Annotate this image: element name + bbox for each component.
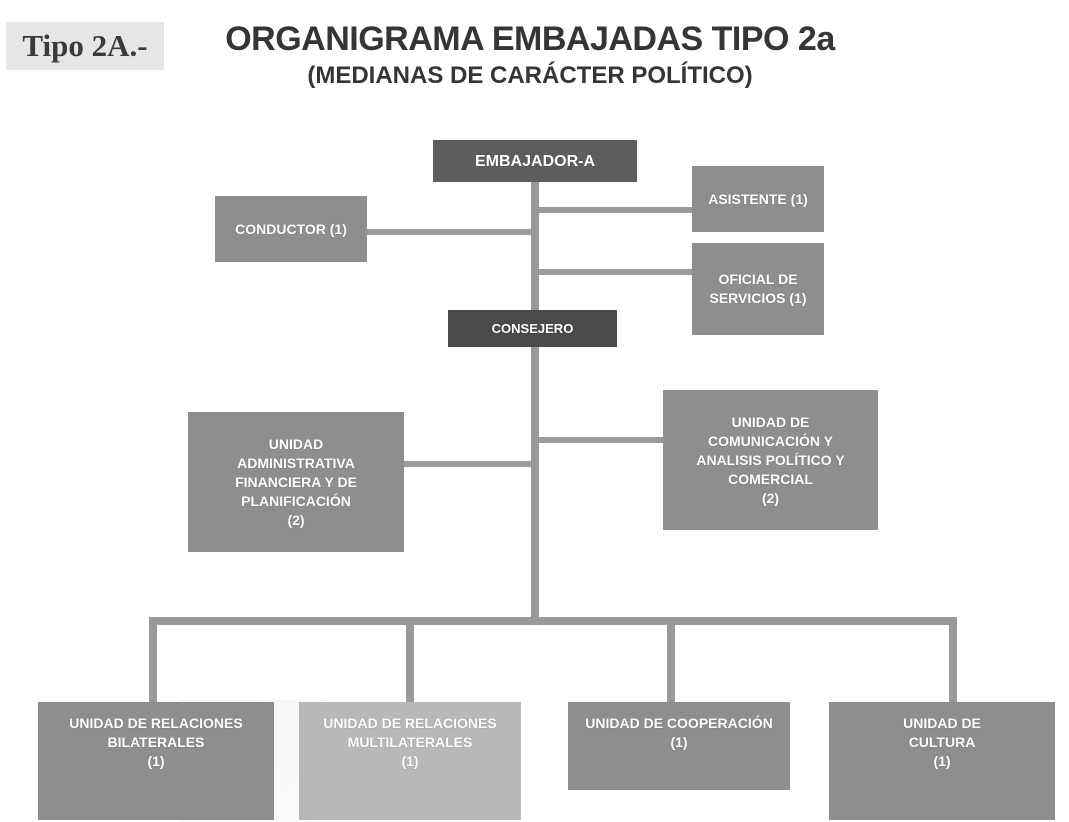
unidad-bilaterales-box: UNIDAD DE RELACIONES BILATERALES (1) <box>38 702 274 820</box>
consejero-box: CONSEJERO <box>448 310 617 347</box>
connector-oficial <box>539 269 692 275</box>
unidad-multilaterales-box: UNIDAD DE RELACIONES MULTILATERALES (1) <box>299 702 521 820</box>
unidad-administrativa-box: UNIDAD ADMINISTRATIVA FINANCIERA Y DE PL… <box>188 412 404 552</box>
drop-bilaterales <box>149 617 157 702</box>
page-subtitle: (MEDIANAS DE CARÁCTER POLÍTICO) <box>307 62 753 89</box>
embajador-box: EMBAJADOR-A <box>433 140 637 182</box>
main-spine-bottom <box>531 347 539 619</box>
unidad-cultura-box: UNIDAD DE CULTURA (1) <box>829 702 1055 820</box>
tipo-label: Tipo 2A.- <box>6 22 164 70</box>
drop-cultura <box>949 617 957 702</box>
connector-administrativa <box>404 461 531 467</box>
horizontal-bus <box>149 617 957 625</box>
connector-asistente <box>539 207 692 213</box>
unidad-cooperacion-box: UNIDAD DE COOPERACIÓN (1) <box>568 702 790 790</box>
drop-cooperacion <box>667 617 675 702</box>
drop-multilaterales <box>406 617 414 702</box>
conductor-box: CONDUCTOR (1) <box>215 196 367 262</box>
main-spine-top <box>531 182 539 310</box>
oficial-servicios-box: OFICIAL DE SERVICIOS (1) <box>692 243 824 335</box>
unidad-comunicacion-box: UNIDAD DE COMUNICACIÓN Y ANALISIS POLÍTI… <box>663 390 878 530</box>
page-title: ORGANIGRAMA EMBAJADAS TIPO 2a <box>225 20 835 58</box>
asistente-box: ASISTENTE (1) <box>692 166 824 232</box>
connector-comunicacion <box>539 437 663 443</box>
connector-conductor <box>367 229 531 235</box>
